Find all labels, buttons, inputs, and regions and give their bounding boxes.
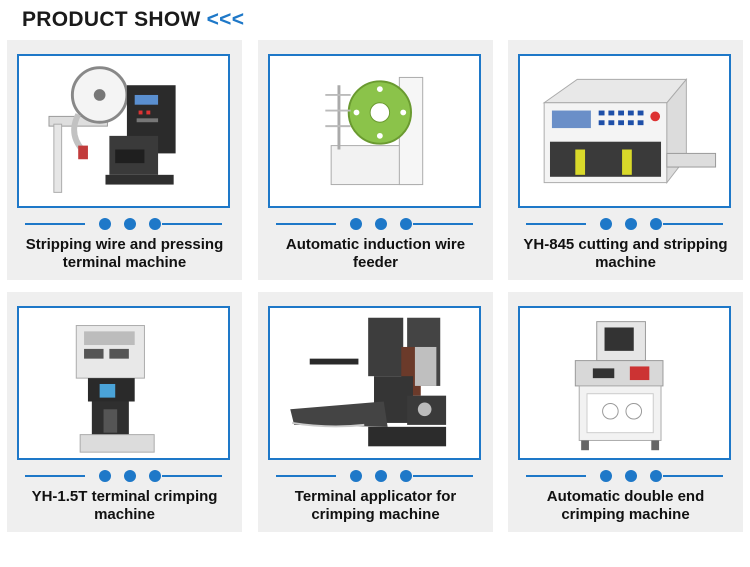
product-card[interactable]: YH-845 cutting and stripping machine: [508, 40, 743, 280]
crimping-machine-photo: [75, 325, 155, 453]
divider: [268, 468, 481, 484]
stripping-pressing-machine-photo: [48, 66, 176, 193]
section-title: PRODUCT SHOW<<<: [22, 8, 244, 32]
divider: [268, 216, 481, 232]
product-card[interactable]: Stripping wire and pressing terminal mac…: [7, 40, 242, 280]
chevrons-left-icon: <<<: [206, 8, 245, 31]
product-image[interactable]: [17, 306, 230, 460]
product-caption[interactable]: Stripping wire and pressing terminal mac…: [25, 236, 224, 271]
product-image[interactable]: [268, 54, 481, 208]
terminal-applicator-photo: [290, 317, 447, 447]
divider: [518, 216, 731, 232]
product-image[interactable]: [518, 54, 731, 208]
product-caption[interactable]: YH-1.5T terminal crimping machine: [31, 488, 218, 523]
product-image[interactable]: [17, 54, 230, 208]
double-end-crimping-machine-photo: [574, 321, 664, 451]
product-image[interactable]: [268, 306, 481, 460]
product-caption[interactable]: Automatic induction wire feeder: [285, 236, 466, 271]
cutting-stripping-machine-photo: [542, 78, 717, 185]
divider: [17, 468, 230, 484]
product-caption[interactable]: Automatic double end crimping machine: [546, 488, 705, 523]
divider: [17, 216, 230, 232]
product-caption[interactable]: Terminal applicator for crimping machine: [294, 488, 457, 523]
wire-feeder-photo: [325, 76, 424, 186]
section-header: PRODUCT SHOW<<<: [0, 0, 750, 36]
section-title-text: PRODUCT SHOW: [22, 8, 201, 31]
product-image[interactable]: [518, 306, 731, 460]
product-caption[interactable]: YH-845 cutting and stripping machine: [523, 236, 728, 271]
product-card[interactable]: Terminal applicator for crimping machine: [258, 292, 493, 532]
divider: [518, 468, 731, 484]
product-card[interactable]: Automatic induction wire feeder: [258, 40, 493, 280]
product-card[interactable]: Automatic double end crimping machine: [508, 292, 743, 532]
product-card[interactable]: YH-1.5T terminal crimping machine: [7, 292, 242, 532]
